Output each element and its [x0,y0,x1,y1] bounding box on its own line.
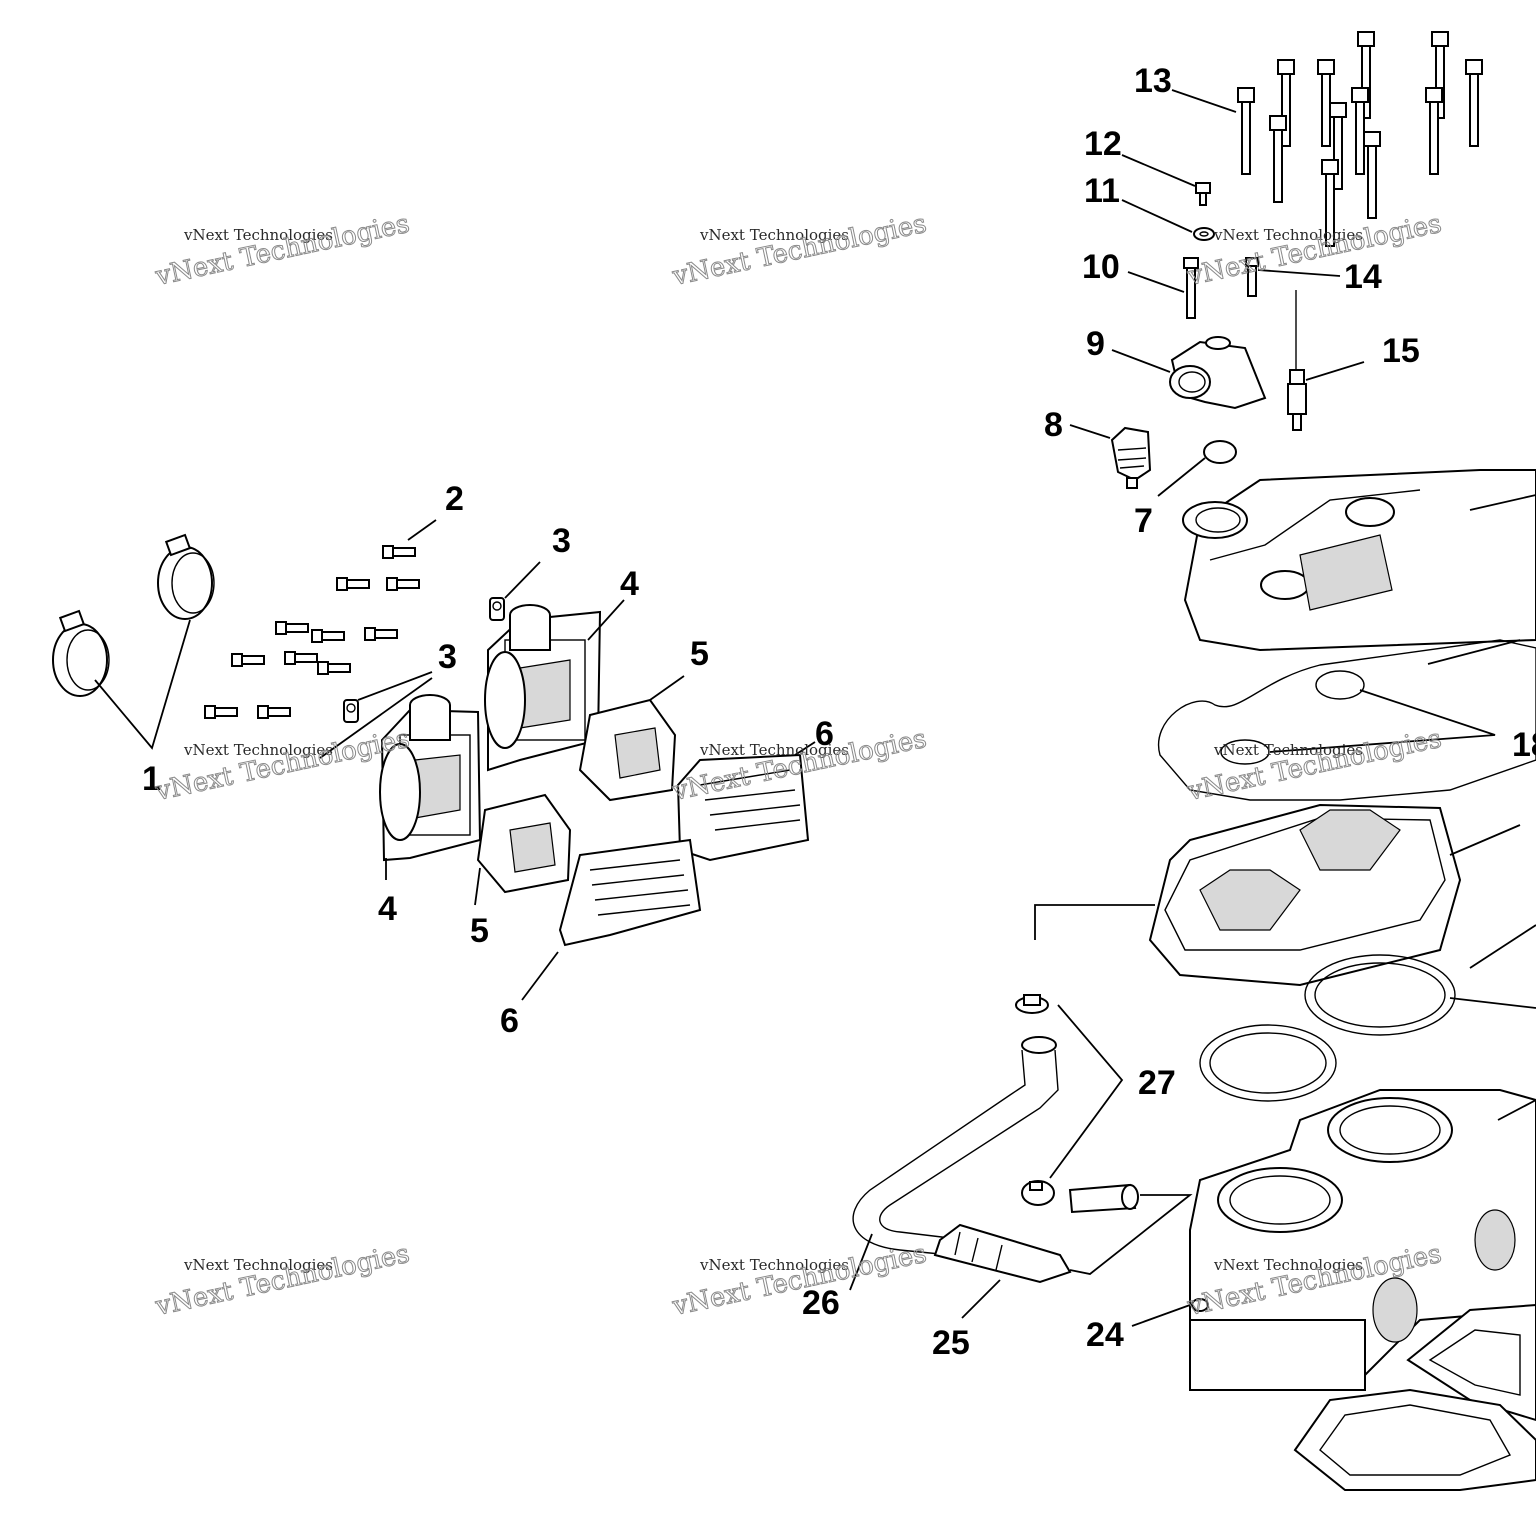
watermark-4: vNext Technologies vNext Technologies [152,723,413,807]
callout-3-lower: 3 [438,638,457,676]
watermark-2: vNext Technologies vNext Technologies [669,208,930,292]
callout-2: 2 [445,480,464,518]
callout-14: 14 [1344,258,1382,296]
hose-clamp-right [157,533,215,620]
reed-adapter-upper [484,604,602,772]
hose-clamp-left [52,609,110,697]
svg-text:vNext Technologies: vNext Technologies [1213,741,1363,759]
reed-bolts [204,545,420,719]
svg-text:vNext Technologies: vNext Technologies [183,226,333,244]
reed-valve-lower [558,838,702,947]
callout-1: 1 [142,760,161,798]
hose-clamp-top [1015,994,1049,1014]
cylinder-block [1189,1089,1536,1392]
reed-spacer-upper [578,698,677,802]
svg-text:vNext Technologies: vNext Technologies [699,226,849,244]
callout-26: 26 [802,1284,840,1322]
head-gasket [1157,639,1536,801]
callout-3-upper: 3 [552,522,571,560]
callout-13: 13 [1134,62,1172,100]
svg-text:vNext Technologies: vNext Technologies [152,1239,412,1322]
bracket-clip-lower [343,699,359,723]
hose-clamp-small [1021,1180,1055,1206]
svg-text:vNext Technologies: vNext Technologies [699,741,849,759]
thermostat [1110,426,1152,489]
watermark-1: vNext Technologies vNext Technologies [152,208,413,292]
callout-6-lower: 6 [500,1002,519,1040]
stud-right [1245,257,1259,297]
callout-24: 24 [1086,1316,1124,1354]
watermark-8: vNext Technologies vNext Technologies [669,1238,930,1322]
callout-10: 10 [1082,248,1120,286]
reed-spacer-lower [476,793,572,894]
svg-text:vNext Technologies: vNext Technologies [1184,209,1444,292]
base-gasket-upper [1406,1303,1536,1422]
stud-left [1183,257,1199,319]
svg-text:vNext Technologies: vNext Technologies [1213,1256,1363,1274]
water-hose [852,1036,1059,1256]
small-screw [1195,182,1211,206]
svg-text:vNext Technologies: vNext Technologies [1213,226,1363,244]
callout-9: 9 [1086,325,1105,363]
o-ring [1203,440,1237,464]
head-bolts [1237,31,1483,247]
callout-4-lower: 4 [378,890,397,928]
temperature-sensor [1287,290,1307,431]
cylinder-o-ring-upper [1304,954,1456,1036]
thermostat-housing [1169,336,1267,410]
svg-text:vNext Technologies: vNext Technologies [183,1256,333,1274]
reed-adapter-lower [379,694,482,862]
base-gasket-lower [1293,1388,1536,1491]
svg-text:vNext Technologies: vNext Technologies [699,1256,849,1274]
svg-text:vNext Technologies: vNext Technologies [152,209,412,292]
svg-text:vNext Technologies: vNext Technologies [669,1239,929,1322]
watermark-7: vNext Technologies vNext Technologies [152,1238,413,1322]
callout-4-upper: 4 [620,565,639,603]
cylinder-head [1148,803,1462,987]
callout-25: 25 [932,1324,970,1362]
svg-text:vNext Technologies: vNext Technologies [669,209,929,292]
callout-6-upper: 6 [815,715,834,753]
callout-11: 11 [1084,172,1120,210]
callout-7: 7 [1134,502,1153,540]
callout-18: 18 [1512,726,1536,764]
svg-text:vNext Technologies: vNext Technologies [183,741,333,759]
bracket-clip-upper [489,597,505,621]
callout-8: 8 [1044,406,1063,444]
callout-27: 27 [1138,1064,1176,1102]
cylinder-head-cover [1182,469,1536,652]
hose-coupling [1068,1183,1139,1214]
callout-5-lower: 5 [470,912,489,950]
hose-fitting [933,1223,1072,1284]
callout-12: 12 [1084,125,1122,163]
cylinder-o-ring-lower [1199,1024,1337,1102]
callout-5-upper: 5 [690,635,709,673]
washer [1193,227,1215,241]
callout-15: 15 [1382,332,1420,370]
svg-text:vNext Technologies: vNext Technologies [152,724,412,807]
watermark-3: vNext Technologies vNext Technologies [1184,208,1445,292]
